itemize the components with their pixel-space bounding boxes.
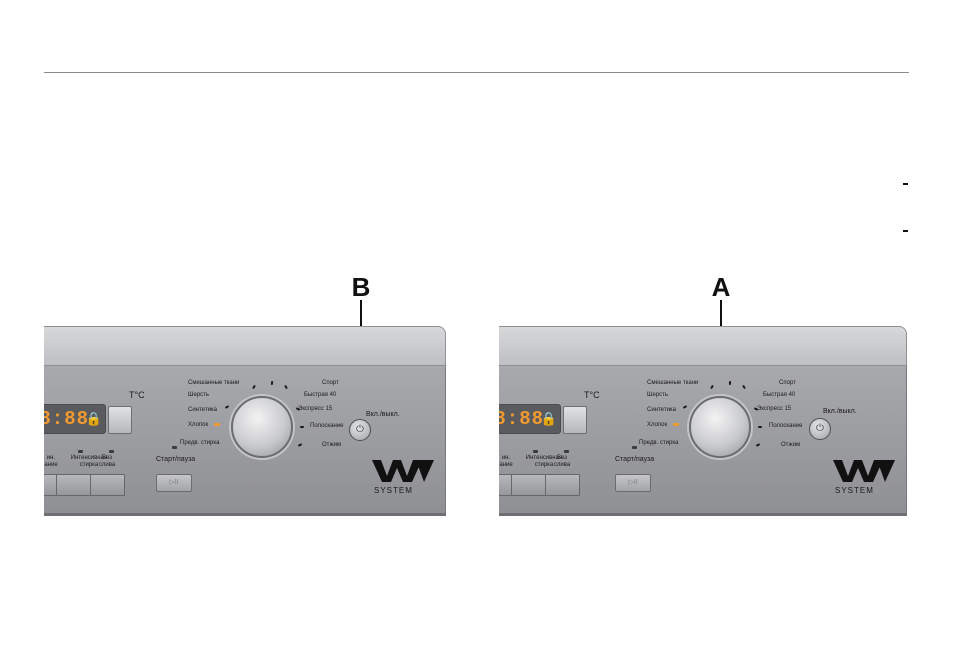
dial-tick [252, 384, 256, 390]
option-button-no-drain[interactable] [90, 474, 125, 496]
brand-word: SYSTEM [835, 486, 874, 495]
temperature-label: T°C [129, 390, 145, 400]
program-label-synthetics: Синтетика [647, 407, 677, 413]
start-pause-icon: ▷II [628, 479, 638, 486]
start-pause-label: Старт/пауза [156, 456, 196, 463]
dial-tick [295, 407, 301, 411]
program-led-cotton [673, 423, 679, 426]
dial-tick [728, 380, 732, 386]
dial-tick [753, 407, 759, 411]
dial-tick [682, 405, 688, 409]
panel-top-strip [44, 326, 446, 366]
program-label-cotton: Хлопок [188, 422, 209, 428]
start-pause-button[interactable]: ▷II [615, 474, 651, 492]
dial-tick [270, 380, 274, 386]
dial-tick [297, 443, 303, 447]
program-label-sport: Спорт [779, 380, 796, 386]
option-button-intensive[interactable] [511, 474, 546, 496]
power-icon: ⏻ [816, 423, 824, 434]
program-label-prewash: Предв. стирка [180, 440, 220, 446]
program-label-mixed: Смешанные ткани [647, 380, 699, 386]
digital-display: 8:88 🔒 [44, 404, 106, 434]
power-label: Вкл./выкл. [823, 408, 857, 415]
option-button-intensive[interactable] [56, 474, 91, 496]
display-digits: 8:88 [44, 408, 89, 430]
display-digits: 8:88 [499, 408, 544, 430]
start-pause-label: Старт/пауза [615, 456, 655, 463]
start-pause-led [172, 446, 177, 449]
option-label-partial: ин. ание [499, 455, 513, 468]
option-label-intensive: Интенсивная стирка [525, 455, 563, 468]
lock-icon: 🔒 [540, 411, 557, 426]
digital-display: 8:88 🔒 [499, 404, 561, 434]
option-label-no-drain: Без слива [553, 455, 571, 468]
program-label-express-15: Экспресс 15 [757, 406, 792, 412]
option-led [533, 450, 538, 453]
option-led [564, 450, 569, 453]
program-label-prewash: Предв. стирка [639, 440, 679, 446]
option-label-no-drain: Без слива [98, 455, 116, 468]
control-panel-a: 8:88 🔒 T°C ин. ание Интенсивная стирка Б… [499, 326, 907, 516]
program-selector-knob[interactable] [231, 396, 293, 458]
temperature-button[interactable] [563, 406, 587, 434]
option-label-intensive: Интенсивная стирка [70, 455, 108, 468]
control-panel-b: 8:88 🔒 T°C ин. ание Интенсивная стирка Б… [44, 326, 446, 516]
dial-tick [284, 384, 288, 390]
temperature-button[interactable] [108, 406, 132, 434]
option-label-partial: ин. ание [44, 455, 58, 468]
temperature-label: T°C [584, 390, 600, 400]
margin-dash [903, 230, 908, 232]
callout-label-a: A [711, 272, 731, 302]
program-label-express-15: Экспресс 15 [298, 406, 333, 412]
power-icon: ⏻ [356, 424, 364, 435]
dial-tick [755, 443, 761, 447]
program-label-rinse: Полоскание [769, 423, 803, 429]
dial-tick [224, 405, 230, 409]
option-led [109, 450, 114, 453]
program-label-cotton: Хлопок [647, 422, 668, 428]
dial-tick [710, 384, 714, 390]
w-logo-icon [833, 460, 895, 482]
option-led [78, 450, 83, 453]
panel-top-strip [499, 326, 907, 366]
panel-bottom-edge [44, 513, 446, 516]
program-label-quick-40: Быстрая 40 [304, 392, 337, 398]
start-pause-button[interactable]: ▷II [156, 474, 192, 492]
program-label-rinse: Полоскание [310, 423, 344, 429]
margin-dash [903, 183, 908, 185]
panel-face: 8:88 🔒 T°C ин. ание Интенсивная стирка Б… [499, 366, 907, 513]
top-rule [44, 72, 909, 73]
dial-tick [742, 384, 746, 390]
start-pause-led [632, 446, 637, 449]
start-pause-icon: ▷II [169, 479, 179, 486]
program-label-sport: Спорт [322, 380, 339, 386]
dial-tick [300, 426, 304, 428]
power-label: Вкл./выкл. [366, 411, 400, 418]
program-label-synthetics: Синтетика [188, 407, 218, 413]
lock-icon: 🔒 [85, 411, 102, 426]
program-label-quick-40: Быстрая 40 [763, 392, 796, 398]
program-label-spin: Отжим [781, 442, 801, 448]
option-button-no-drain[interactable] [545, 474, 580, 496]
power-button[interactable]: ⏻ [809, 418, 831, 440]
program-label-wool: Шерсть [647, 392, 669, 398]
program-selector-knob[interactable] [689, 396, 751, 458]
program-label-wool: Шерсть [188, 392, 210, 398]
dial-tick [758, 426, 762, 428]
program-led-cotton [214, 423, 220, 426]
program-label-mixed: Смешанные ткани [188, 380, 240, 386]
brand-word: SYSTEM [374, 486, 413, 495]
panel-bottom-edge [499, 513, 907, 516]
panel-face: 8:88 🔒 T°C ин. ание Интенсивная стирка Б… [44, 366, 446, 513]
w-logo-icon [372, 460, 434, 482]
callout-label-b: B [351, 272, 371, 302]
power-button[interactable]: ⏻ [349, 419, 371, 441]
program-label-spin: Отжим [322, 442, 342, 448]
